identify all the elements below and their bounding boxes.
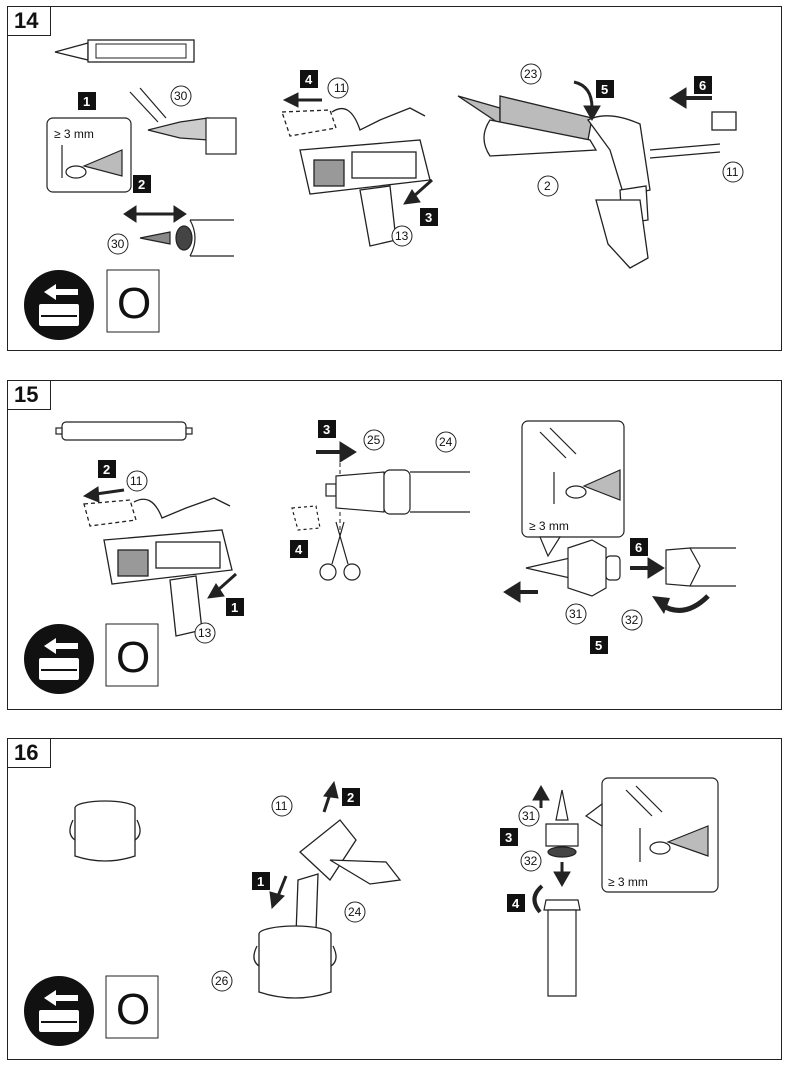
battery-remove-icon xyxy=(24,270,94,340)
gun-body-15-drawing xyxy=(83,497,233,637)
gun-in-bucket-drawing xyxy=(253,819,402,999)
callout-2: 2 xyxy=(544,179,551,193)
arrow-up-16 xyxy=(532,784,550,808)
switch-mark-16: O xyxy=(116,985,150,1034)
section-16-number: 16 xyxy=(7,738,51,768)
arrow-left-15-out xyxy=(503,581,538,603)
zoom-detail-15-drawing xyxy=(521,420,625,558)
section-14-illustration: 1 ≥ 3 mm 30 2 30 4 11 xyxy=(24,39,744,340)
switch-mark-15: O xyxy=(116,633,150,682)
callout-25: 25 xyxy=(367,433,381,447)
arrow-up-16-2 xyxy=(322,780,339,813)
sausage-pack-drawing xyxy=(55,421,193,441)
step-3-label-16: 3 xyxy=(505,830,512,845)
arrow-left-4 xyxy=(282,92,322,108)
battery-remove-icon-15 xyxy=(24,624,94,694)
callout-11d: 11 xyxy=(275,799,288,813)
callout-11a: 11 xyxy=(334,81,347,95)
section-15-number: 15 xyxy=(7,380,51,410)
arrow-down-16 xyxy=(553,862,571,888)
nozzle-assembly-15-drawing xyxy=(525,539,736,597)
step-4-label-16: 4 xyxy=(512,896,520,911)
callout-32b: 32 xyxy=(524,854,538,868)
bucket-small-drawing xyxy=(69,800,141,862)
arrow-right-15-6 xyxy=(630,557,665,579)
nozzle-tube-drawing xyxy=(54,39,195,63)
zoom-detail-drawing xyxy=(46,117,132,193)
sausage-cut-drawing xyxy=(291,469,470,581)
step-2-label-15: 2 xyxy=(103,462,110,477)
dimension-label-16: ≥ 3 mm xyxy=(608,875,648,889)
callout-24a: 24 xyxy=(439,435,453,449)
step-5-label-15: 5 xyxy=(595,638,602,653)
step-3-label: 3 xyxy=(425,210,432,225)
section-15-illustration: 2 11 13 1 3 25 24 4 xyxy=(24,420,736,694)
step-5-label: 5 xyxy=(601,82,608,97)
cartridge-insert-drawing xyxy=(457,95,737,269)
callout-30b: 30 xyxy=(111,237,125,251)
zoom-detail-16-drawing xyxy=(584,777,719,893)
callout-23: 23 xyxy=(524,67,538,81)
callout-32a: 32 xyxy=(625,613,639,627)
switch-mark-14: O xyxy=(117,279,151,328)
step-4-label-15: 4 xyxy=(295,542,303,557)
step-6-label-15: 6 xyxy=(635,540,642,555)
callout-24b: 24 xyxy=(348,905,362,919)
arrow-press-3 xyxy=(403,178,433,205)
curved-arrow-5 xyxy=(573,80,601,122)
caulk-gun-body-drawing xyxy=(281,107,431,247)
nozzle-attach-drawing xyxy=(139,219,234,257)
callout-11c: 11 xyxy=(130,474,143,488)
step-1-label-16: 1 xyxy=(257,874,264,889)
arrow-right-15-3 xyxy=(316,441,357,463)
dimension-label-14: ≥ 3 mm xyxy=(54,127,94,141)
arrow-left-15-2 xyxy=(82,486,125,503)
arrow-press-15-1 xyxy=(207,572,237,599)
dimension-label-15: ≥ 3 mm xyxy=(529,519,569,533)
section-14-number: 14 xyxy=(7,6,51,36)
step-1-label-15: 1 xyxy=(231,600,238,615)
battery-remove-icon-16 xyxy=(24,976,94,1046)
callout-30a: 30 xyxy=(174,89,188,103)
rotate-arrow-16 xyxy=(532,884,544,914)
callout-26: 26 xyxy=(215,974,229,988)
arrow-down-16-1 xyxy=(269,875,288,910)
callout-31b: 31 xyxy=(522,809,536,823)
step-2-label: 2 xyxy=(138,177,145,192)
step-2-label-16: 2 xyxy=(347,790,354,805)
double-arrow-drawing xyxy=(123,205,187,223)
nozzle-16-drawing xyxy=(543,789,581,997)
callout-31a: 31 xyxy=(569,607,583,621)
callout-13b: 13 xyxy=(198,626,212,640)
callout-11b: 11 xyxy=(726,165,739,179)
step-4-label: 4 xyxy=(305,72,313,87)
step-3-label-15: 3 xyxy=(323,422,330,437)
step-1-label: 1 xyxy=(83,94,90,109)
step-6-label: 6 xyxy=(699,78,706,93)
callout-13a: 13 xyxy=(395,229,409,243)
cutter-drawing xyxy=(129,87,237,155)
arrow-left-6 xyxy=(669,87,712,109)
